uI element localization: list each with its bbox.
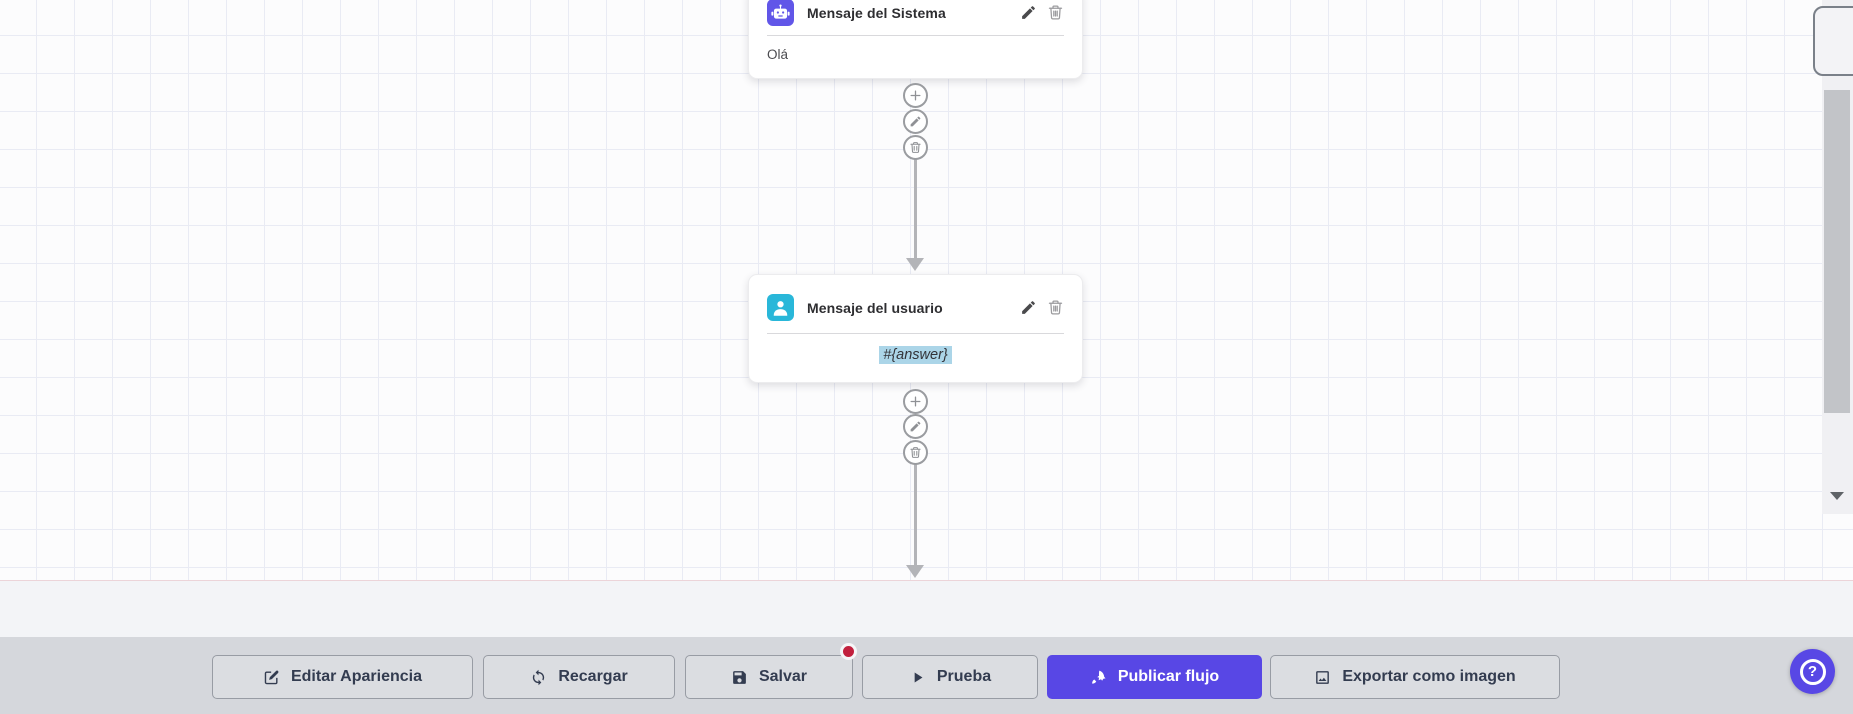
connector-line [914, 452, 917, 565]
node-title: Mensaje del Sistema [807, 4, 946, 21]
button-label: Recargar [558, 668, 628, 685]
delete-step-button[interactable] [903, 135, 928, 160]
flow-canvas[interactable]: Mensaje del Sistema Olá [0, 0, 1853, 580]
image-icon [1316, 670, 1330, 684]
corner-panel [1813, 6, 1853, 76]
scroll-down-icon[interactable] [1830, 492, 1844, 500]
connector-line [914, 150, 917, 258]
node-user-message[interactable]: Mensaje del usuario #{answer} [748, 274, 1083, 383]
vertical-scrollbar-thumb[interactable] [1824, 90, 1850, 413]
connector-arrow-icon [906, 565, 924, 578]
delete-node-icon[interactable] [1047, 299, 1064, 316]
refresh-icon [533, 669, 545, 685]
delete-step-button[interactable] [903, 440, 928, 465]
edit-step-button[interactable] [903, 109, 928, 134]
test-button[interactable]: Prueba [862, 655, 1038, 699]
save-icon [733, 670, 746, 684]
button-label: Salvar [758, 668, 808, 685]
node-system-message[interactable]: Mensaje del Sistema Olá [748, 0, 1083, 79]
node-header: Mensaje del usuario [767, 294, 1064, 321]
node-body-text: Olá [767, 47, 789, 62]
rocket-icon [1091, 670, 1106, 684]
node-divider [767, 35, 1064, 36]
reload-button[interactable]: Recargar [483, 655, 675, 699]
node-title: Mensaje del usuario [807, 299, 943, 316]
delete-node-icon[interactable] [1047, 4, 1064, 21]
answer-variable[interactable]: #{answer} [879, 346, 952, 364]
node-body-text: #{answer} [767, 346, 1064, 364]
edit-appearance-button[interactable]: Editar Apariencia [212, 655, 473, 699]
button-label: Exportar como imagen [1342, 668, 1516, 685]
unsaved-changes-badge [840, 643, 857, 660]
node-divider [767, 333, 1064, 334]
add-step-button[interactable] [903, 83, 928, 108]
publish-flow-button[interactable]: Publicar flujo [1047, 655, 1262, 699]
robot-icon [767, 0, 794, 26]
button-label: Editar Apariencia [290, 668, 422, 685]
edit-square-icon [264, 670, 279, 684]
user-icon [767, 294, 794, 321]
save-button[interactable]: Salvar [685, 655, 853, 699]
question-mark-icon: ? [1799, 658, 1826, 685]
button-label: Publicar flujo [1117, 668, 1220, 685]
connector-arrow-icon [906, 258, 924, 271]
edit-node-icon[interactable] [1020, 299, 1037, 316]
help-button[interactable]: ? [1790, 649, 1835, 694]
canvas-footer-strip [0, 580, 1853, 637]
node-header: Mensaje del Sistema [767, 0, 1064, 26]
play-icon [914, 672, 923, 682]
button-label: Prueba [936, 668, 992, 685]
edit-node-icon[interactable] [1020, 4, 1037, 21]
edit-step-button[interactable] [903, 414, 928, 439]
add-step-button[interactable] [903, 389, 928, 414]
export-image-button[interactable]: Exportar como imagen [1270, 655, 1560, 699]
